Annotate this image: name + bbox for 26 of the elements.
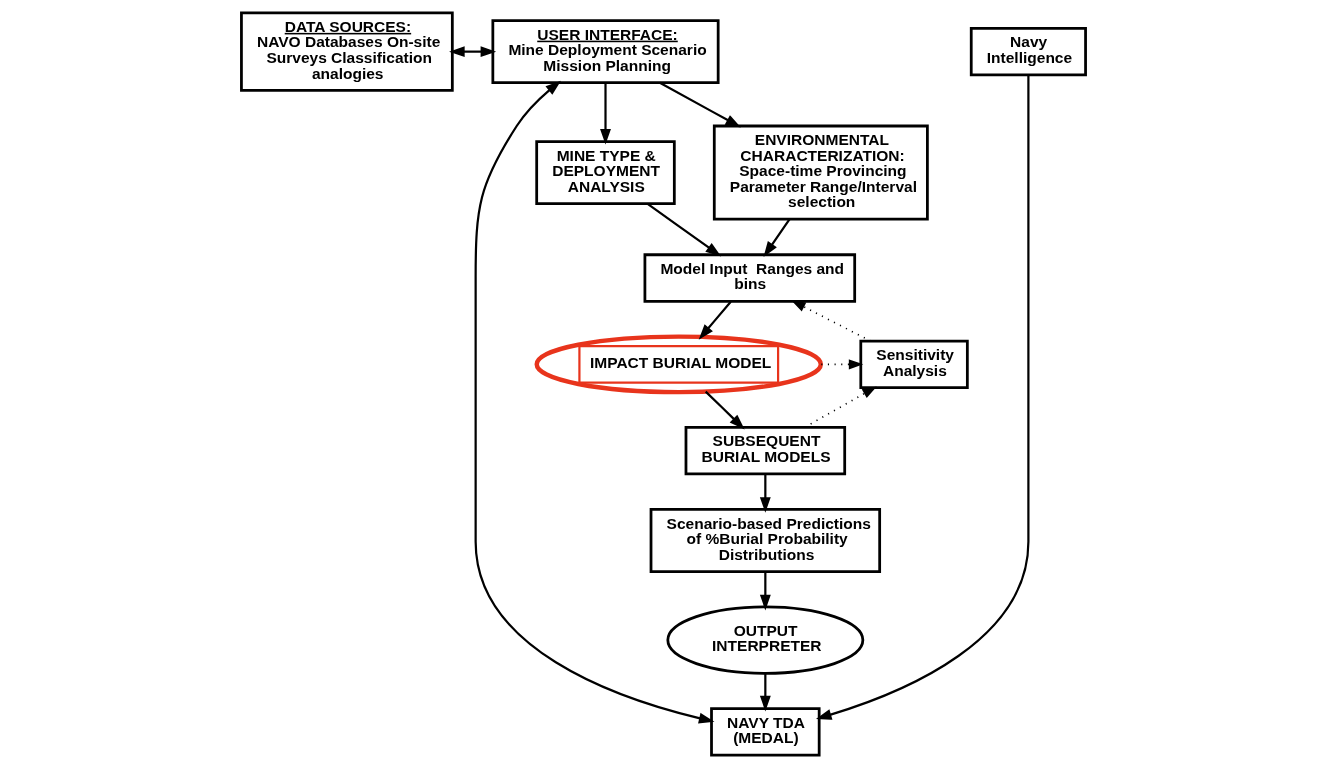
arrow — [815, 75, 1030, 720]
arrow — [759, 673, 771, 712]
arrow — [759, 571, 771, 611]
node-box: SUBSEQUENT BURIAL MODELS — [684, 425, 847, 476]
arrow — [763, 218, 791, 257]
node-box: Navy Intelligence — [969, 26, 1087, 77]
node-ellipse: OUTPUT INTERPRETER — [666, 605, 865, 675]
arrow — [449, 46, 497, 58]
node-box: USER INTERFACE: Mine Deployment Scenario Mission Planning — [491, 19, 720, 85]
arrow — [659, 81, 741, 128]
arrow — [474, 80, 715, 724]
node-box: MINE TYPE & DEPLOYMENT ANALYSIS — [535, 140, 676, 206]
arrow — [759, 474, 771, 513]
arrow — [698, 300, 732, 340]
arrow — [820, 359, 864, 370]
node-box: ENVIRONMENTAL CHARACTERIZATION: Space-time Provincing Parameter Range/Interval selection — [712, 124, 929, 221]
arrow — [600, 82, 611, 145]
arrow — [647, 202, 722, 257]
node-box: DATA SOURCES: NAVO Databases On-site Surveys Classification analogies — [240, 11, 454, 92]
arrow — [704, 390, 745, 430]
arrow — [791, 300, 872, 342]
node-box: NAVY TDA (MEDAL) — [710, 707, 821, 757]
node-ellipse: IMPACT BURIAL MODEL — [534, 334, 823, 395]
node-box: Scenario-based Predictions of %Burial Probability Distributions — [649, 508, 882, 573]
node-box: Model Input Ranges and bins — [643, 253, 857, 303]
node-box: Sensitivity Analysis — [859, 339, 969, 390]
